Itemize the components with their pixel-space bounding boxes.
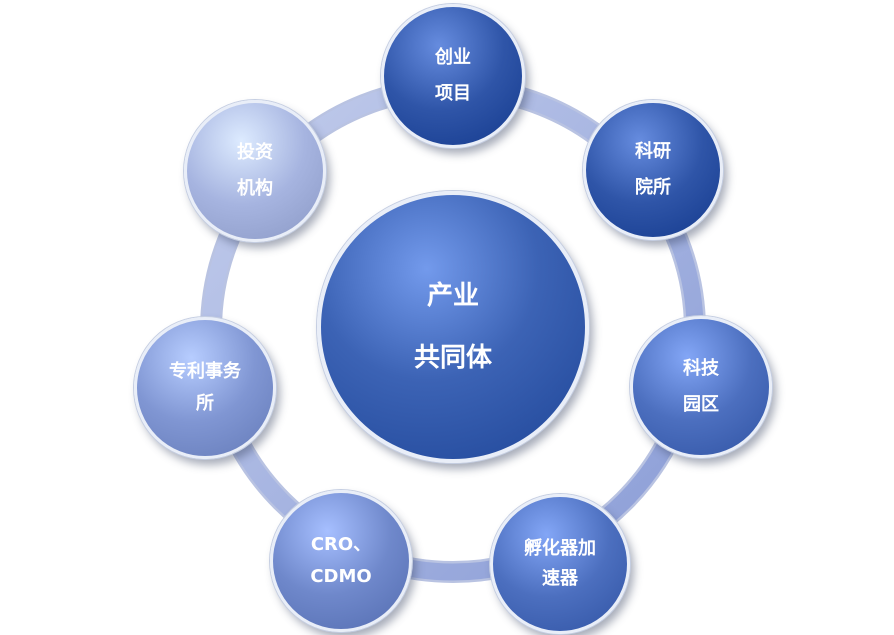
node-label-line2: 速器 (542, 568, 578, 589)
node-incubators-accelerators: 孵化器加 速器 (490, 494, 630, 634)
node-research-institutes: 科研 院所 (583, 100, 723, 240)
center-label-line2: 共同体 (413, 343, 492, 373)
node-label-line1: 投资 (237, 142, 273, 163)
node-label-line2: 院所 (635, 177, 671, 198)
node-label-line2: 项目 (435, 83, 471, 104)
node-label-line1: 科技 (683, 358, 719, 379)
node-tech-parks: 科技 园区 (630, 316, 772, 458)
node-cro-cdmo: CRO、 CDMO (270, 490, 412, 632)
node-label-line2: 园区 (683, 394, 719, 415)
node-label-line1: 创业 (435, 47, 471, 68)
node-label-line1: 孵化器加 (524, 538, 596, 559)
node-label-line1: 专利事务 (169, 361, 241, 382)
node-label-line2: 所 (196, 393, 214, 414)
node-label-line1: CRO、 (310, 534, 372, 555)
center-label-line1: 产业 (426, 281, 479, 311)
node-label-line2: CDMO (310, 566, 372, 587)
center-node-industry-community: 产业 共同体 (317, 191, 589, 463)
node-patent-agencies: 专利事务 所 (134, 317, 276, 459)
node-label-line2: 机构 (237, 178, 273, 199)
node-investment-institutions: 投资 机构 (184, 100, 326, 242)
node-startup-projects: 创业 项目 (381, 4, 525, 148)
node-label-line1: 科研 (635, 141, 671, 162)
